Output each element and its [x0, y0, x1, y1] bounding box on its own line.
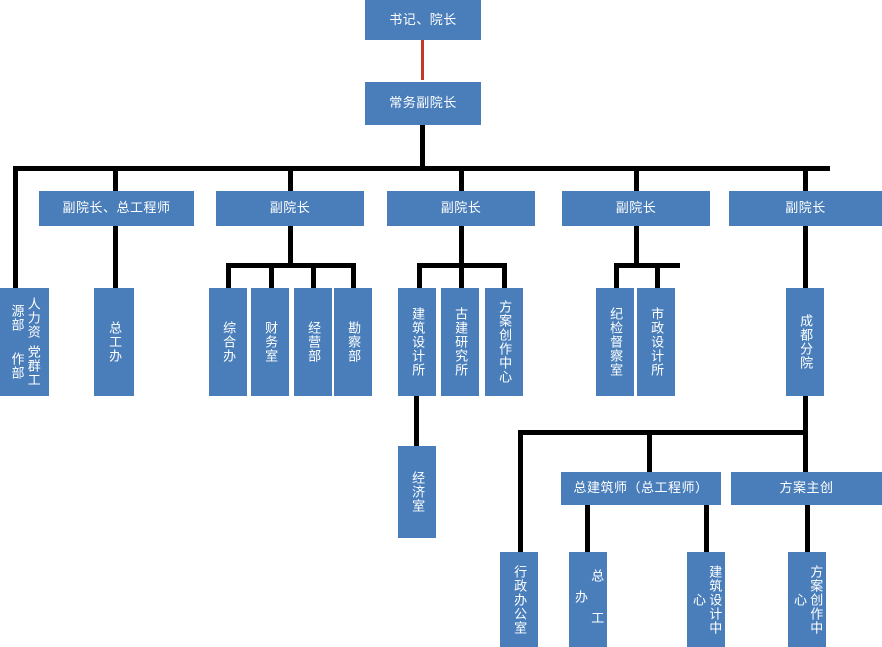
connector-exec-vp-stem	[420, 125, 425, 168]
node-administrative-office[interactable]: 行政办公室	[500, 552, 538, 647]
node-hr-dept-label: 人力资源部	[9, 297, 41, 339]
node-operations-dept[interactable]: 经营部	[294, 288, 332, 396]
node-vp-5[interactable]: 副院长	[729, 191, 882, 226]
connector-scheme-chief-to-creation-center	[805, 505, 810, 552]
bus-drop-vp-4	[634, 166, 639, 191]
bus-chengdu-drop-scheme-chief-creator	[803, 430, 808, 472]
bus-chengdu-drop-chief-architect	[647, 430, 652, 472]
node-economics-office[interactable]: 经济室	[398, 446, 436, 538]
node-ancient-architecture-research-institute[interactable]: 古建研究所	[441, 288, 479, 396]
connector-chengdu-branch-stem	[803, 396, 808, 432]
connector-chief-architect-to-branch-eng-office	[585, 505, 590, 552]
node-vp-2[interactable]: 副院长	[216, 191, 364, 226]
node-party-work-dept-label: 党群工作部	[9, 345, 41, 387]
node-branch-scheme-creation-center[interactable]: 方案创作中心	[788, 552, 826, 647]
bus-drop-vp-5	[803, 166, 808, 191]
node-survey-dept[interactable]: 勘察部	[334, 288, 372, 396]
bus-vp4-drop-discipline-inspection	[614, 263, 619, 288]
bus-vp3-drop-architecture-design-institute	[417, 263, 422, 288]
bus-drop-vp-3	[459, 166, 464, 191]
node-general-office[interactable]: 综合办	[209, 288, 247, 396]
connector-vp4-stem	[634, 225, 639, 265]
node-architecture-design-center[interactable]: 建筑设计中心	[687, 552, 725, 647]
bus-chengdu-horizontal	[518, 430, 808, 435]
bus-vp2-drop-operations-dept	[311, 263, 316, 288]
node-architecture-design-institute[interactable]: 建筑设计所	[398, 288, 436, 396]
bus-vp2-drop-survey-dept	[351, 263, 356, 288]
bus-drop-vp-chief-engineer	[113, 166, 118, 191]
bus-vp4-horizontal	[614, 263, 680, 268]
connector-architecture-institute-to-economics	[414, 396, 419, 446]
bus-vp3-drop-ancient-architecture	[459, 263, 464, 288]
node-chengdu-branch[interactable]: 成都分院	[786, 288, 824, 396]
node-vp-3[interactable]: 副院长	[387, 191, 535, 226]
bus-drop-left-outer	[13, 166, 18, 288]
node-chief-architect-chief-engineer[interactable]: 总建筑师（总工程师）	[561, 472, 721, 505]
node-hr-and-party-work-dept[interactable]: 人力资源部党群工作部	[0, 288, 49, 396]
bus-vp3-drop-scheme-creation-center	[502, 263, 507, 288]
bus-chengdu-drop-administrative-office	[518, 430, 523, 552]
node-vp-4[interactable]: 副院长	[562, 191, 710, 226]
node-executive-vice-president[interactable]: 常务副院长	[365, 82, 481, 125]
bus-vp2-horizontal	[226, 263, 356, 268]
connector-vp5-stem	[803, 225, 808, 288]
connector-president-to-exec-vp	[421, 38, 424, 80]
node-municipal-design-institute[interactable]: 市政设计所	[637, 288, 675, 396]
connector-vp3-stem	[459, 225, 464, 265]
connector-vp-chief-engineer-stem	[113, 225, 118, 288]
node-vp-chief-engineer[interactable]: 副院长、总工程师	[39, 191, 194, 226]
node-scheme-creation-center[interactable]: 方案创作中心	[485, 288, 523, 396]
bus-vp2-drop-finance-office	[269, 263, 274, 288]
node-finance-office[interactable]: 财务室	[251, 288, 289, 396]
node-discipline-inspection-office[interactable]: 纪检督察室	[596, 288, 634, 396]
connector-chief-architect-to-arch-design-center	[704, 505, 709, 552]
node-chief-engineer-office[interactable]: 总工办	[94, 288, 134, 396]
connector-vp2-stem	[288, 225, 293, 265]
node-scheme-chief-creator[interactable]: 方案主创	[731, 472, 882, 505]
bus-level3-horizontal	[13, 166, 830, 171]
bus-drop-vp-2	[288, 166, 293, 191]
node-branch-chief-engineer-office[interactable]: 总 工 办	[569, 552, 607, 647]
bus-vp2-drop-general-office	[226, 263, 231, 288]
node-secretary-president[interactable]: 书记、院长	[365, 0, 481, 40]
bus-vp4-drop-municipal-design	[655, 263, 660, 288]
